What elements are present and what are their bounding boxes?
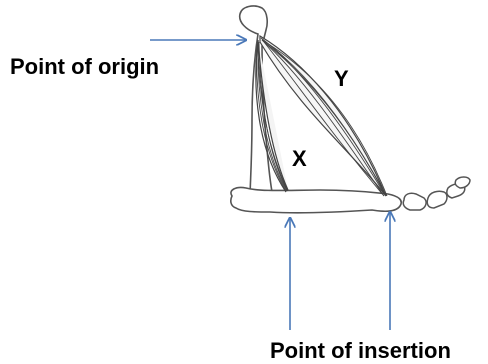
muscle-x — [255, 39, 289, 193]
muscle-y-label: Y — [334, 66, 349, 91]
hand-bones — [402, 176, 471, 211]
muscle-y — [259, 34, 388, 197]
muscle-x-label: X — [292, 146, 307, 171]
lower-bone — [230, 186, 403, 214]
origin-label: Point of origin — [10, 54, 159, 79]
insertion-label: Point of insertion — [270, 338, 451, 363]
